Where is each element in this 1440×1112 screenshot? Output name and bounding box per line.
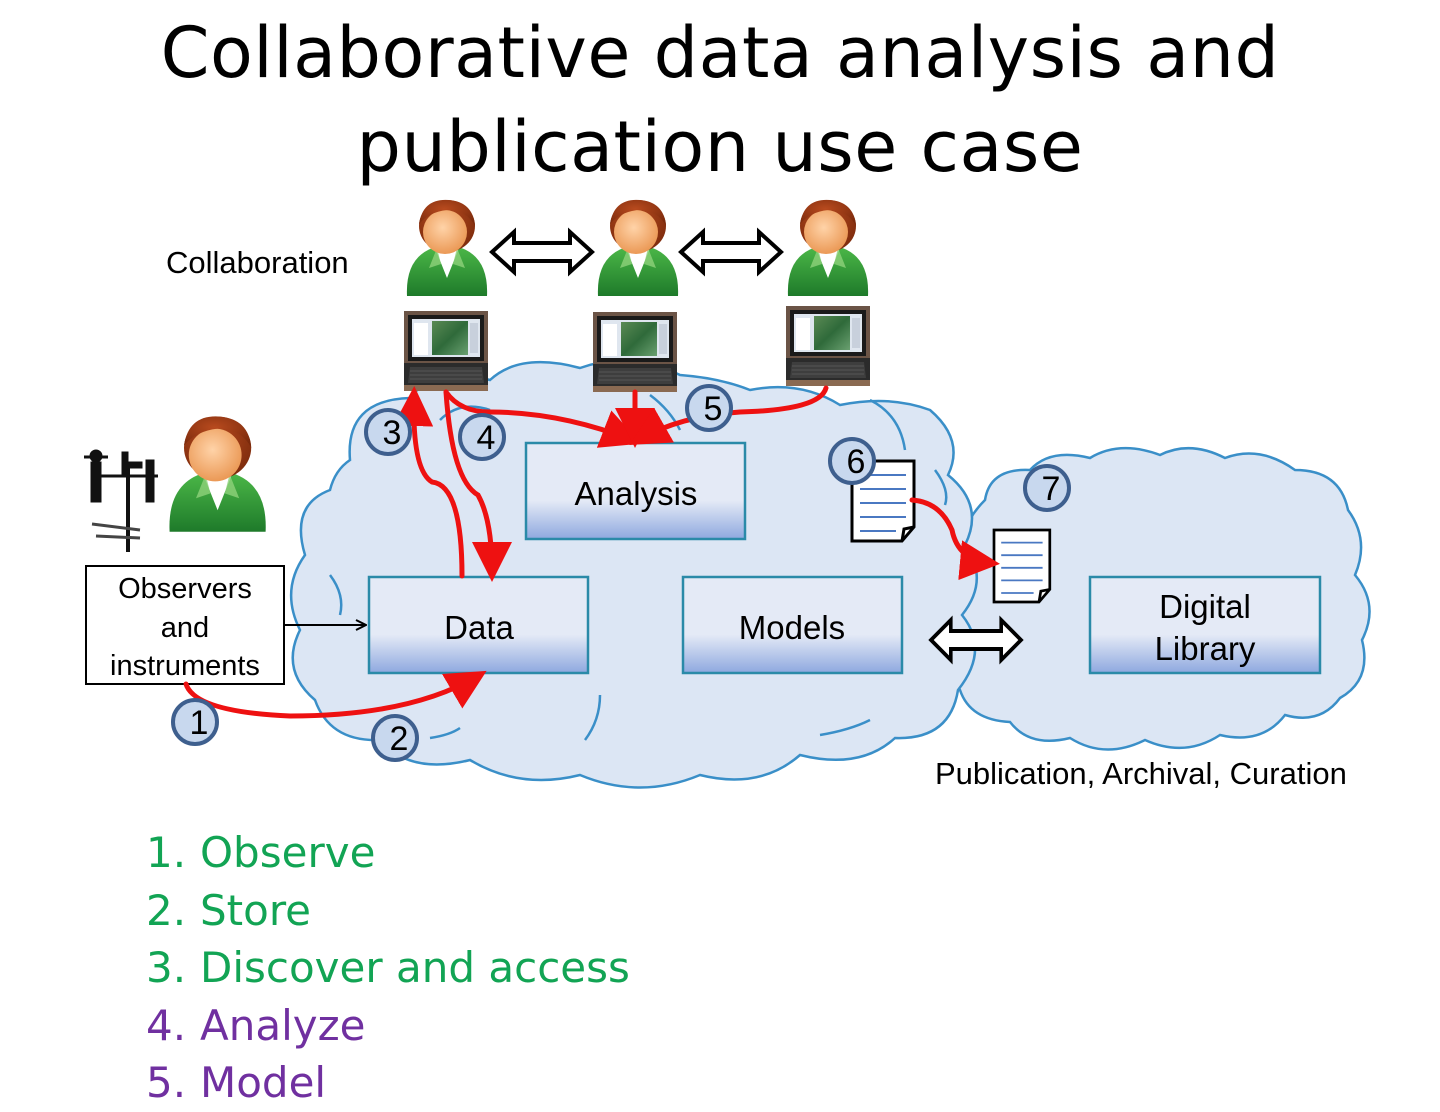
double-arrow-icon <box>679 230 783 274</box>
step-text: Analyze <box>200 1000 366 1050</box>
observers-label-3: instruments <box>110 650 260 682</box>
double-arrow-icon <box>490 230 594 274</box>
step-number: 2. <box>146 885 187 935</box>
step-marker-7: 7 <box>1023 464 1071 512</box>
observers-box: Observers and instruments <box>85 565 285 685</box>
step-marker-label: 2 <box>390 720 409 758</box>
arrow-model-right <box>629 385 829 445</box>
person-icon <box>597 199 679 296</box>
title-line-1: Collaborative data analysis and <box>160 12 1280 94</box>
step-item: 3. Discover and access <box>146 939 630 997</box>
publication-label: Publication, Archival, Curation <box>935 756 1347 791</box>
step-item: 5. Model <box>146 1054 630 1112</box>
digital-library-label-2: Library <box>1155 630 1256 667</box>
step-marker-4: 4 <box>458 413 506 461</box>
arrow-discover <box>393 386 465 579</box>
collaborator-middle <box>592 199 679 393</box>
person-icon <box>787 199 869 296</box>
step-text: Model <box>200 1058 327 1107</box>
person-icon <box>406 199 488 296</box>
step-item: 4. Analyze <box>146 997 630 1055</box>
title-line-2: publication use case <box>356 106 1084 188</box>
step-marker-label: 3 <box>383 414 402 452</box>
digital-library-label-1: Digital <box>1159 588 1251 625</box>
step-text: Store <box>200 885 312 935</box>
step-marker-label: 6 <box>847 443 866 481</box>
digital-library-box[interactable]: Digital Library <box>1088 575 1322 675</box>
step-number: 5. <box>146 1058 187 1107</box>
step-number: 1. <box>146 828 187 877</box>
step-marker-label: 5 <box>704 390 723 428</box>
document-icon <box>992 528 1052 604</box>
arrow-analyze <box>443 389 642 448</box>
observers-label-2: and <box>161 612 209 644</box>
step-list: 1. Observe 2. Store 3. Discover and access 4. A… <box>146 824 630 1112</box>
step-marker-6: 6 <box>828 437 876 485</box>
collaboration-label: Collaboration <box>166 245 349 280</box>
step-number: 4. <box>146 1000 187 1050</box>
person-icon <box>169 416 266 532</box>
step-markers: 1 2 3 4 5 6 7 <box>171 384 1071 762</box>
arrow-analyze-data <box>443 389 512 582</box>
laptop-icon <box>592 311 678 393</box>
use-case-diagram: Analysis Data Models Digital Library Obs… <box>84 199 1371 791</box>
step-text: Observe <box>200 828 376 877</box>
data-box[interactable]: Data <box>367 575 590 675</box>
step-number: 3. <box>146 943 187 992</box>
analysis-box[interactable]: Analysis <box>524 441 747 541</box>
observer <box>169 416 266 532</box>
observers-label-1: Observers <box>118 573 252 605</box>
step-marker-2: 2 <box>371 714 419 762</box>
laptop-icon <box>785 305 871 387</box>
models-box[interactable]: Models <box>681 575 904 675</box>
arrow-publish <box>909 497 1000 581</box>
step-marker-1: 1 <box>171 698 219 746</box>
step-marker-label: 7 <box>1042 470 1061 508</box>
slide-title: Collaborative data analysis and publicat… <box>0 6 1440 194</box>
analysis-label: Analysis <box>575 475 698 512</box>
step-marker-label: 1 <box>190 704 209 742</box>
step-item: 2. Store <box>146 882 630 940</box>
step-text: Discover and access <box>200 943 630 992</box>
collaborator-right <box>785 199 871 387</box>
step-marker-5: 5 <box>685 384 733 432</box>
step-marker-3: 3 <box>364 408 412 456</box>
laptop-icon <box>403 310 489 392</box>
collaborator-left <box>403 199 489 392</box>
anemometer-icon <box>84 449 158 552</box>
step-marker-label: 4 <box>477 419 496 457</box>
step-item: 1. Observe <box>146 824 630 882</box>
models-label: Models <box>739 609 845 646</box>
data-label: Data <box>444 609 514 646</box>
